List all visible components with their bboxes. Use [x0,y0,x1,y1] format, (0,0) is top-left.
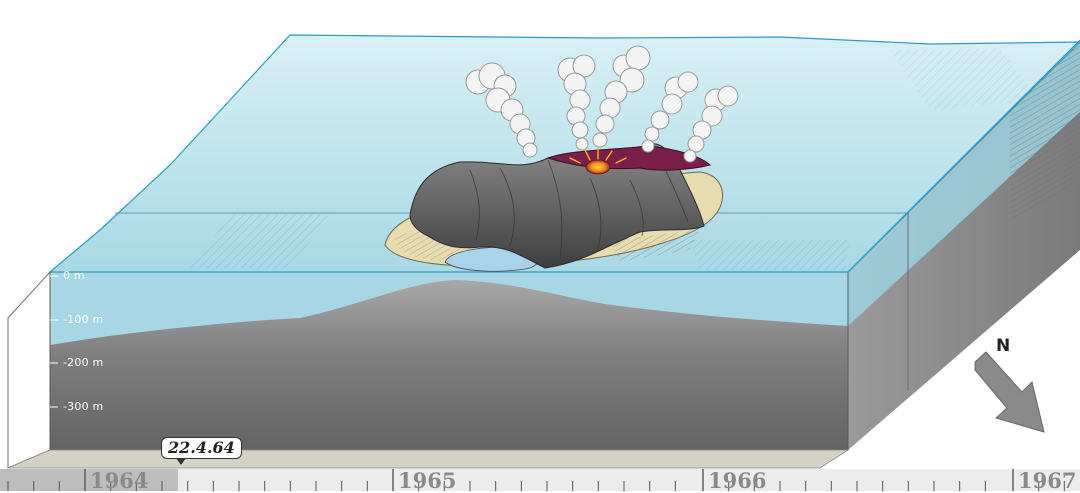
north-label: N [996,336,1010,356]
timeline-year-1966[interactable]: 1966 [708,470,766,491]
depth-label-300m: -300 m [63,400,103,413]
block-left-edge [8,272,50,468]
timeline-year-1965[interactable]: 1965 [398,470,456,491]
lava-vent [586,160,610,174]
timeline-date-marker[interactable]: 22.4.64 [161,437,242,459]
sea-surface-hatch-right [690,240,850,270]
timeline-elapsed [0,469,178,491]
arrow-southeast-icon [975,352,1044,432]
depth-label-200m: -200 m [63,356,103,369]
timeline-year-1964[interactable]: 1964 [90,470,148,491]
date-marker-pointer [176,458,186,465]
depth-label-0m: 0 m [63,269,85,282]
timeline-year-1967[interactable]: 1967 [1018,470,1076,491]
depth-label-100m: -100 m [63,313,103,326]
block-base-ledge [8,450,848,468]
